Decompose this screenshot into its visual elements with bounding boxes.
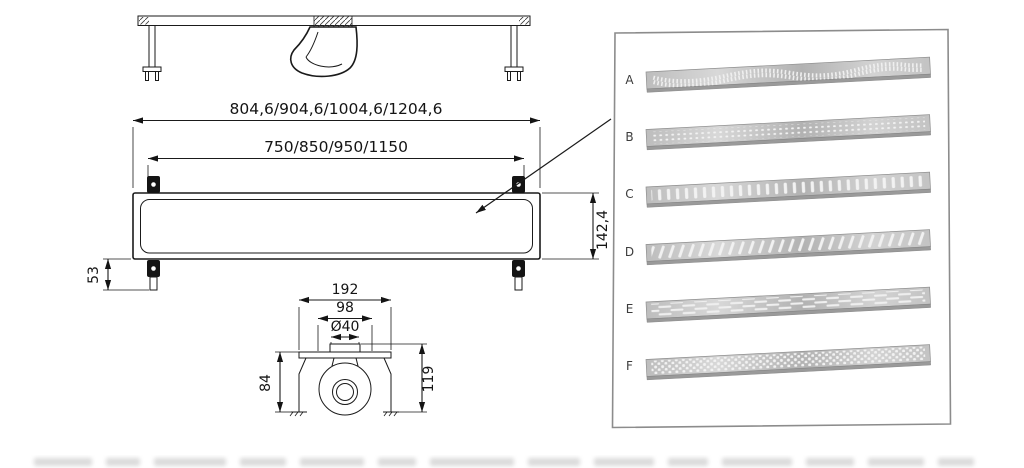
plan-view: [137, 15, 531, 81]
trap-body: [289, 343, 399, 417]
grate-pattern-vertical-slots: [650, 172, 926, 204]
grate-option-label-e: E: [626, 302, 634, 316]
drain-outlet-spout: [289, 15, 358, 78]
grate-pattern-round-holes: [651, 346, 926, 375]
grate-option-c: [645, 171, 931, 208]
grate-pattern-micro-slots: [651, 117, 926, 145]
end-cap-hatch-left: [139, 17, 149, 25]
trap-height-label: 119: [421, 366, 437, 393]
grate-option-b: [645, 114, 931, 151]
cropped-content-strip: [0, 455, 1024, 468]
plan-foot-left: [142, 25, 162, 81]
grate-option-label-d: D: [625, 245, 634, 259]
trap-inner-width-label: 98: [336, 300, 354, 316]
trap-detail-view: 192 98 Ø40: [258, 282, 437, 417]
grate-leader-arrow: [475, 118, 612, 214]
grate-option-f: [645, 344, 931, 381]
mounting-bracket-top-left: [147, 176, 160, 193]
dimension-cutout-length: 750/850/950/1150: [147, 138, 525, 190]
grate-option-a: [645, 56, 931, 93]
mounting-bracket-bottom-left: [147, 260, 160, 291]
grate-option-label-c: C: [625, 187, 633, 201]
mounting-bracket-top-right: [512, 176, 525, 193]
end-cap-hatch-right: [519, 17, 529, 25]
grate-options-panel: A B C D E: [611, 28, 952, 429]
grate-option-label-f: F: [626, 359, 633, 373]
outlet-diameter-label: Ø40: [331, 319, 360, 335]
base-offset-label: 53: [86, 266, 102, 284]
dimension-base-offset: 53: [86, 258, 149, 291]
grate-option-label-a: A: [625, 73, 634, 87]
dimension-trap-inner-width: 98: [317, 300, 373, 351]
dimension-body-height: 142,4: [542, 192, 611, 260]
dimension-trap-height: 119: [361, 343, 437, 413]
grate-option-d: [645, 229, 931, 266]
front-view-channel: [132, 176, 541, 291]
grate-option-e: [645, 286, 931, 323]
dimension-trap-depth: 84: [258, 351, 299, 413]
grate-pattern-diagonal-slots: [650, 229, 926, 262]
dimension-overall-length: 804,6/904,6/1004,6/1204,6: [132, 100, 541, 188]
grate-option-label-b: B: [625, 130, 633, 144]
grate-pattern-offset-dashes: [651, 289, 926, 317]
plan-foot-right: [504, 25, 524, 81]
mounting-bracket-bottom-right: [512, 260, 525, 291]
body-height-label: 142,4: [595, 210, 611, 250]
overall-length-label: 804,6/904,6/1004,6/1204,6: [230, 100, 443, 118]
trap-width-label: 192: [332, 282, 359, 298]
cutout-length-label: 750/850/950/1150: [264, 138, 408, 156]
trap-depth-label: 84: [258, 374, 274, 392]
dimension-trap-width: 192: [298, 282, 392, 350]
